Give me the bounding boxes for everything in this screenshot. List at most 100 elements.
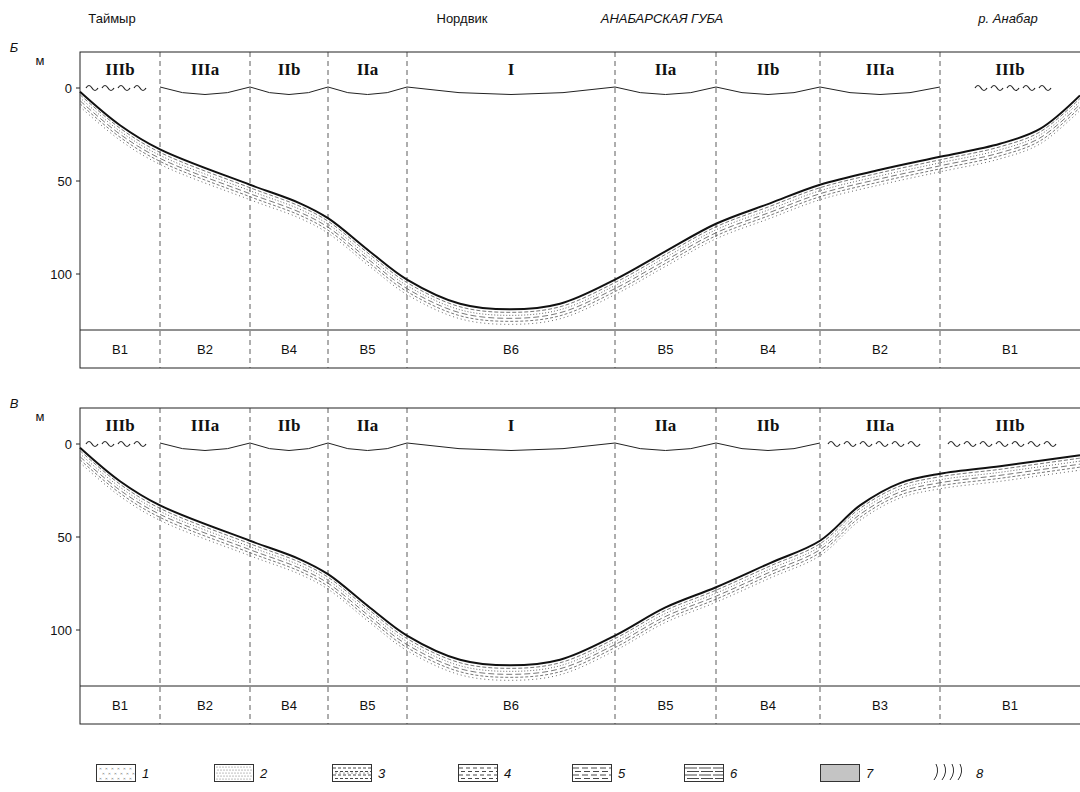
sea-level-line xyxy=(250,443,328,451)
zone-divider xyxy=(250,408,251,724)
swatch-pattern xyxy=(685,765,723,781)
axis-tick xyxy=(76,444,80,445)
sea-level-line xyxy=(160,87,250,95)
zone-label: IIa xyxy=(357,417,379,434)
sediment-layer xyxy=(80,104,1080,322)
swatch-pattern xyxy=(459,765,497,781)
zone-label: IIIa xyxy=(191,417,219,434)
zone-divider xyxy=(820,408,821,724)
text-label: В5 xyxy=(658,699,674,712)
panel-frame xyxy=(80,408,1080,724)
sea-level-line xyxy=(615,87,716,95)
zone-label: IIa xyxy=(655,417,677,434)
swatch-pattern xyxy=(333,765,371,781)
axis-value: 0 xyxy=(65,82,72,95)
zone-divider xyxy=(160,52,161,368)
sea-level-line xyxy=(820,87,940,95)
strip-line xyxy=(80,686,1080,687)
sediment-layer xyxy=(80,95,1080,313)
text-label: В5 xyxy=(360,343,376,356)
axis-tick xyxy=(76,274,80,275)
sea-level-line xyxy=(250,87,328,95)
sea-level-line xyxy=(160,443,250,451)
zone-divider xyxy=(716,408,717,724)
legend-number: 6 xyxy=(730,767,737,780)
text-label: В5 xyxy=(658,343,674,356)
axis-value: 50 xyxy=(58,531,72,544)
swatch-pattern xyxy=(930,764,968,780)
legend-swatch xyxy=(332,764,372,782)
legend-swatch xyxy=(684,764,724,782)
zone-label: I xyxy=(508,417,515,434)
zone-divider xyxy=(615,52,616,368)
zone-divider xyxy=(615,408,616,724)
text-label: м xyxy=(36,410,45,423)
legend-swatch: ×××××××××××××××××× xyxy=(96,764,136,782)
zone-label: I xyxy=(508,61,515,78)
legend-swatch xyxy=(930,764,970,782)
zone-divider xyxy=(328,408,329,724)
legend-number: 3 xyxy=(378,767,385,780)
sea-level-line xyxy=(328,443,407,451)
text-label: В1 xyxy=(112,343,128,356)
text-label: В6 xyxy=(503,343,519,356)
sediment-layer xyxy=(80,454,1080,672)
legend-swatch xyxy=(214,764,254,782)
zone-label: IIb xyxy=(278,417,301,434)
zone-label: IIIb xyxy=(995,417,1024,434)
text-label: р. Анабар xyxy=(978,12,1037,25)
zone-divider xyxy=(407,52,408,368)
wave-symbol xyxy=(86,86,146,91)
text-label: В4 xyxy=(760,699,776,712)
sediment-layer xyxy=(80,460,1080,678)
zone-label: IIIa xyxy=(866,61,894,78)
legend-number: 1 xyxy=(142,767,149,780)
legend-number: 7 xyxy=(866,767,873,780)
legend-number: 5 xyxy=(618,767,625,780)
sea-level-line xyxy=(407,443,615,451)
wave-symbol xyxy=(86,442,146,447)
text-label: Нордвик xyxy=(437,12,488,25)
wave-symbol xyxy=(828,442,920,447)
wave-symbol xyxy=(948,442,1056,447)
panel-frame xyxy=(80,52,1080,368)
swatch-pattern: ×××××××××××××××××× xyxy=(97,765,135,781)
text-label: В3 xyxy=(872,699,888,712)
axis-value: 0 xyxy=(65,438,72,451)
sea-level-line xyxy=(716,87,820,95)
text-label: В5 xyxy=(360,699,376,712)
svg-text:×: × xyxy=(99,776,102,781)
strip-line xyxy=(80,330,1080,331)
zone-divider xyxy=(940,408,941,724)
sediment-layer xyxy=(80,463,1080,681)
zone-label: IIIb xyxy=(105,61,134,78)
axis-value: 100 xyxy=(50,268,72,281)
zone-label: IIb xyxy=(757,61,780,78)
zone-divider xyxy=(407,408,408,724)
legend-number: 4 xyxy=(504,767,511,780)
axis-value: 50 xyxy=(58,175,72,188)
zone-label: IIb xyxy=(278,61,301,78)
svg-text:×: × xyxy=(117,776,120,781)
text-label: В1 xyxy=(1002,343,1018,356)
sediment-layer xyxy=(80,107,1080,325)
axis-tick xyxy=(76,88,80,89)
text-label: В6 xyxy=(503,699,519,712)
zone-divider xyxy=(940,52,941,368)
svg-text:×: × xyxy=(105,776,108,781)
legend-number: 8 xyxy=(976,767,983,780)
svg-text:×: × xyxy=(129,776,132,781)
sea-level-line xyxy=(407,87,615,95)
text-label: В2 xyxy=(197,343,213,356)
bottom-profile xyxy=(80,448,1080,666)
text-label: м xyxy=(36,54,45,67)
text-label: В4 xyxy=(281,343,297,356)
zone-label: IIIb xyxy=(995,61,1024,78)
axis-tick xyxy=(76,630,80,631)
zone-label: IIIa xyxy=(191,61,219,78)
zone-divider xyxy=(250,52,251,368)
sea-level-line xyxy=(716,443,820,451)
zone-label: IIa xyxy=(655,61,677,78)
zone-label: IIIa xyxy=(866,417,894,434)
